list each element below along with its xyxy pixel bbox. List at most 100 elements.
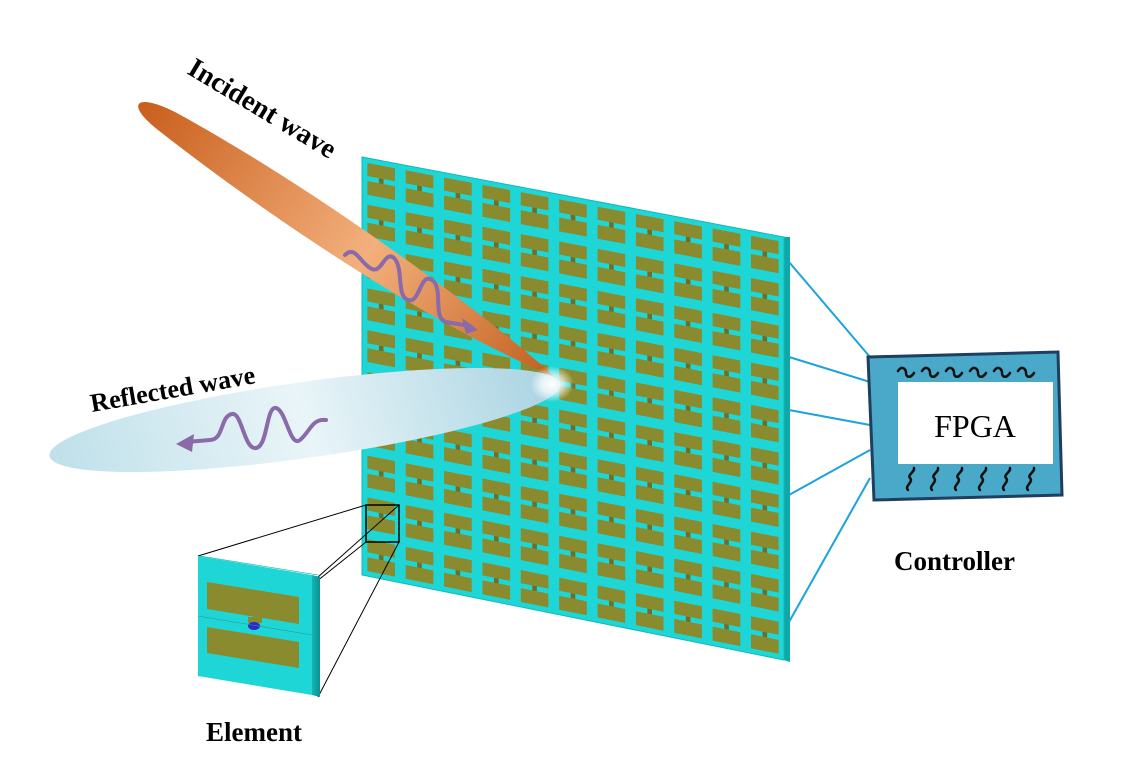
cell-patch-bottom [520,462,549,482]
cell-diode [570,509,576,515]
cell-patch-top [751,573,779,593]
reflected-beam [49,367,561,473]
cell-diode [685,405,691,412]
cell-patch-bottom [674,239,702,259]
control-wire [788,409,871,426]
cell-diode [762,251,768,258]
cell-diode [609,558,614,565]
cell-patch-bottom [444,530,472,551]
cell-patch-bottom [635,569,664,589]
cell-diode [378,220,384,226]
cell-diode [647,229,652,236]
cell-diode [494,577,499,584]
cell-patch-top [520,276,549,295]
cell-patch-bottom [674,323,702,343]
incident-beam-shape [138,101,555,377]
cell-patch-bottom [405,481,434,501]
cell-diode [570,256,576,263]
cell-patch-bottom [751,423,779,443]
cell-diode [532,207,537,214]
cell-patch-top [559,577,587,597]
cell-patch-top [712,270,741,290]
cell-patch-top [674,263,702,282]
fpga-label: FPGA [934,408,1016,444]
cell-patch-bottom [674,450,702,470]
unit-cell-gap-line [197,615,313,636]
cell-diode [724,243,729,250]
cell-diode [532,501,537,508]
cell-patch-top [597,332,626,352]
cell-patch-bottom [751,380,779,401]
cell-diode [762,335,768,342]
cell-patch-bottom [751,592,779,612]
cell-patch-bottom [635,527,664,547]
cell-patch-top [635,382,664,401]
cell-patch-bottom [635,316,664,336]
cell-diode [685,531,691,538]
cell-patch-bottom [367,348,395,368]
cell-patch-top [405,170,434,189]
cell-patch-bottom [712,288,741,309]
controller-pin-top [1016,366,1036,378]
cell-diode [647,608,652,615]
cell-patch-bottom [751,507,779,527]
cell-patch-bottom [559,469,587,489]
cell-patch-bottom [405,313,434,333]
cell-patch-top [674,474,702,493]
cell-diode [494,451,499,458]
cell-patch-bottom [674,534,702,554]
control-wire [788,356,871,383]
cell-patch-bottom [367,181,395,201]
cell-patch-bottom [559,595,587,616]
cell-patch-bottom [674,492,702,512]
cell-patch-bottom [520,336,549,356]
cell-diode [378,345,384,352]
cell-patch-top [559,535,587,555]
cell-patch-top [597,501,626,520]
cell-patch-top [367,288,395,307]
cell-patch-bottom [635,232,664,252]
cell-patch-top [712,524,741,543]
cell-diode [724,328,729,335]
cell-patch-top [482,520,511,539]
cell-patch-bottom [597,519,626,539]
cell-patch-top [712,228,741,247]
cell-diode [685,278,691,285]
cell-diode [609,516,614,523]
cell-patch-top [482,184,511,204]
cell-patch-top [559,409,587,428]
cell-diode [724,623,729,630]
cell-patch-top [674,389,702,409]
cell-patch-bottom [712,373,741,393]
unit-cell-side [312,575,320,697]
cell-patch-top [482,436,511,455]
cell-patch-top [597,585,626,604]
cell-patch-top [751,404,779,424]
incident-beam [138,101,555,377]
cell-diode [609,348,614,355]
cell-diode [570,298,576,305]
cell-diode [762,377,768,384]
cell-patch-bottom [635,400,664,420]
cell-patch-bottom [751,296,779,316]
cell-diode [570,340,576,347]
cell-diode [570,424,576,431]
controller-pin-bottom [953,466,964,492]
controller-pin-top [896,366,916,378]
cell-diode [724,412,729,419]
controller-label: Controller [894,546,1015,576]
cell-patch-bottom [674,576,702,597]
cell-patch-top [559,283,587,302]
cell-patch-top [520,318,549,337]
cell-patch-bottom [444,572,472,593]
cell-diode [685,447,691,454]
cell-diode [494,242,499,248]
cell-patch-top [559,241,587,260]
controller-pin-top [968,366,988,378]
cell-diode [378,512,384,519]
cell-patch-top [520,570,549,589]
cell-diode [647,566,652,573]
cell-diode [494,493,499,500]
cell-patch-bottom [597,603,626,623]
